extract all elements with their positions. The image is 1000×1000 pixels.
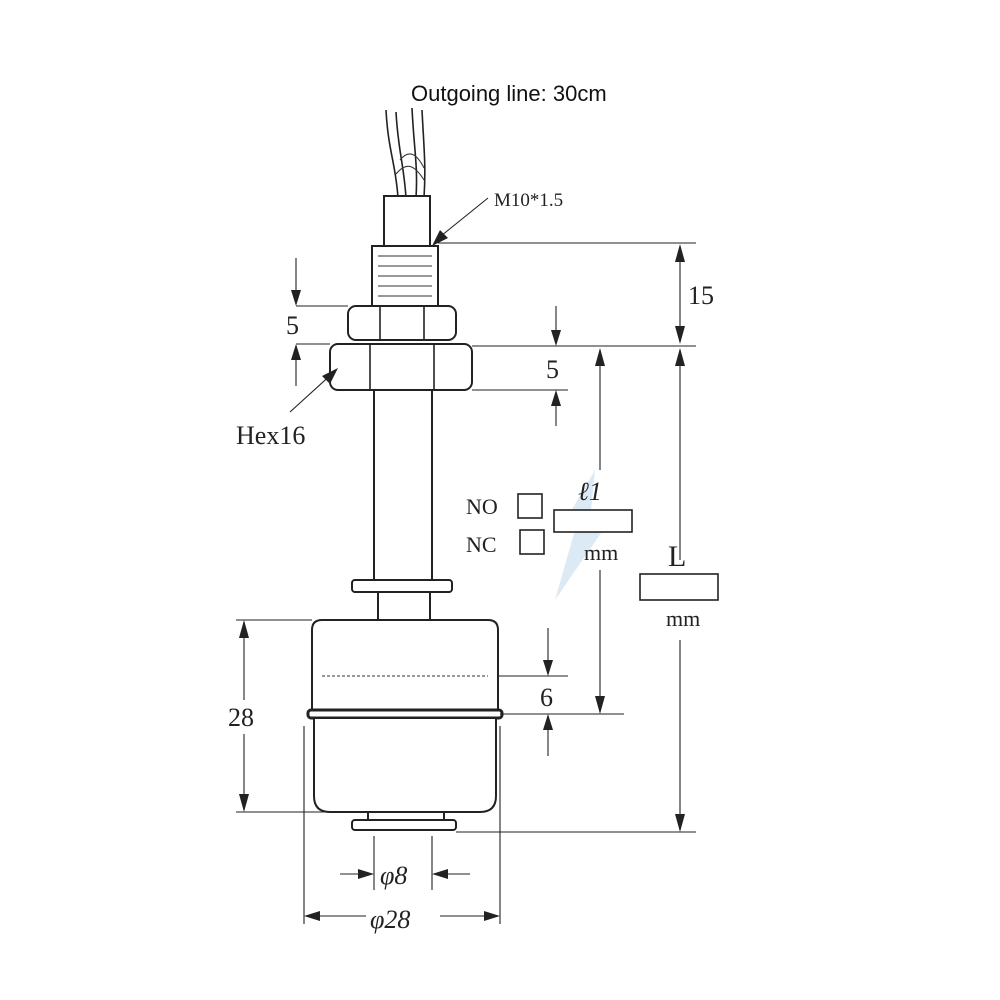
label-total-unit: mm (666, 606, 700, 631)
label-thread: M10*1.5 (494, 190, 563, 211)
dimension-lines (239, 197, 685, 921)
label-total-length: L (668, 540, 686, 573)
contact-options (517, 493, 719, 601)
label-l1-unit: mm (584, 540, 618, 565)
cable-sleeve (383, 195, 431, 249)
label-top-length: 15 (688, 281, 714, 310)
watermark (555, 470, 610, 600)
label-stem-diameter: φ8 (380, 861, 407, 890)
lock-nut (347, 305, 457, 341)
hex-nut (329, 343, 473, 391)
label-float-offset: 6 (540, 683, 553, 712)
label-nut-height: 5 (286, 311, 299, 340)
label-nc: NC (466, 532, 497, 557)
label-no: NO (466, 494, 498, 519)
float (306, 619, 504, 831)
threaded-section (371, 245, 439, 309)
label-hex: Hex16 (236, 421, 305, 450)
label-l1: ℓ1 (578, 477, 602, 506)
label-hex-height: 5 (546, 355, 559, 384)
label-float-diameter: φ28 (370, 905, 410, 934)
extension-lines (236, 242, 696, 924)
caption-outgoing-line: Outgoing line: 30cm (411, 81, 607, 106)
stem (351, 389, 453, 621)
lead-wires (385, 107, 426, 199)
label-float-height: 28 (228, 703, 254, 732)
